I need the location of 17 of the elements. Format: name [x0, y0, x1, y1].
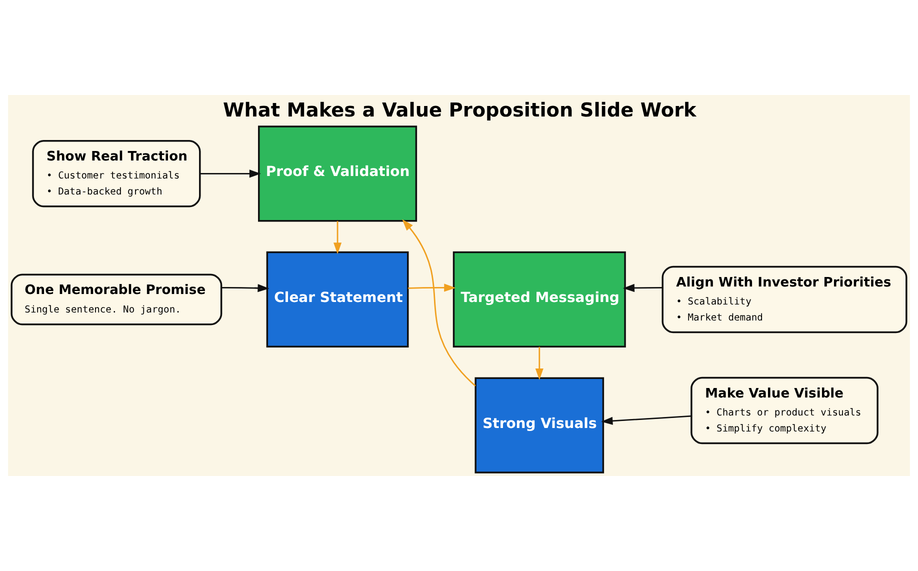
node-box: Make Value Visible • Charts or product visuals • Simplify complexity — [690, 376, 878, 444]
node-box: One Memorable Promise Single sentence. No jargon. — [10, 274, 222, 326]
node-box: Strong Visuals — [474, 377, 604, 474]
node-box: Proof & Validation — [258, 126, 418, 222]
arrow — [535, 346, 544, 380]
arrow — [333, 221, 342, 254]
arrow — [408, 284, 456, 292]
diagram-title: What Makes a Value Proposition Slide Work — [223, 98, 696, 122]
node-box: Clear Statement — [266, 251, 409, 348]
arrow — [222, 284, 270, 292]
arrow — [601, 415, 692, 425]
arrow — [622, 284, 662, 292]
arrow — [200, 170, 261, 178]
node-box: Show Real Traction • Customer testimonials • Data-backed growth — [32, 140, 201, 208]
arrow — [402, 219, 476, 386]
node-box: Align With Investor Priorities • Scalability • Market demand — [662, 266, 908, 334]
node-box: Targeted Messaging — [452, 251, 626, 348]
